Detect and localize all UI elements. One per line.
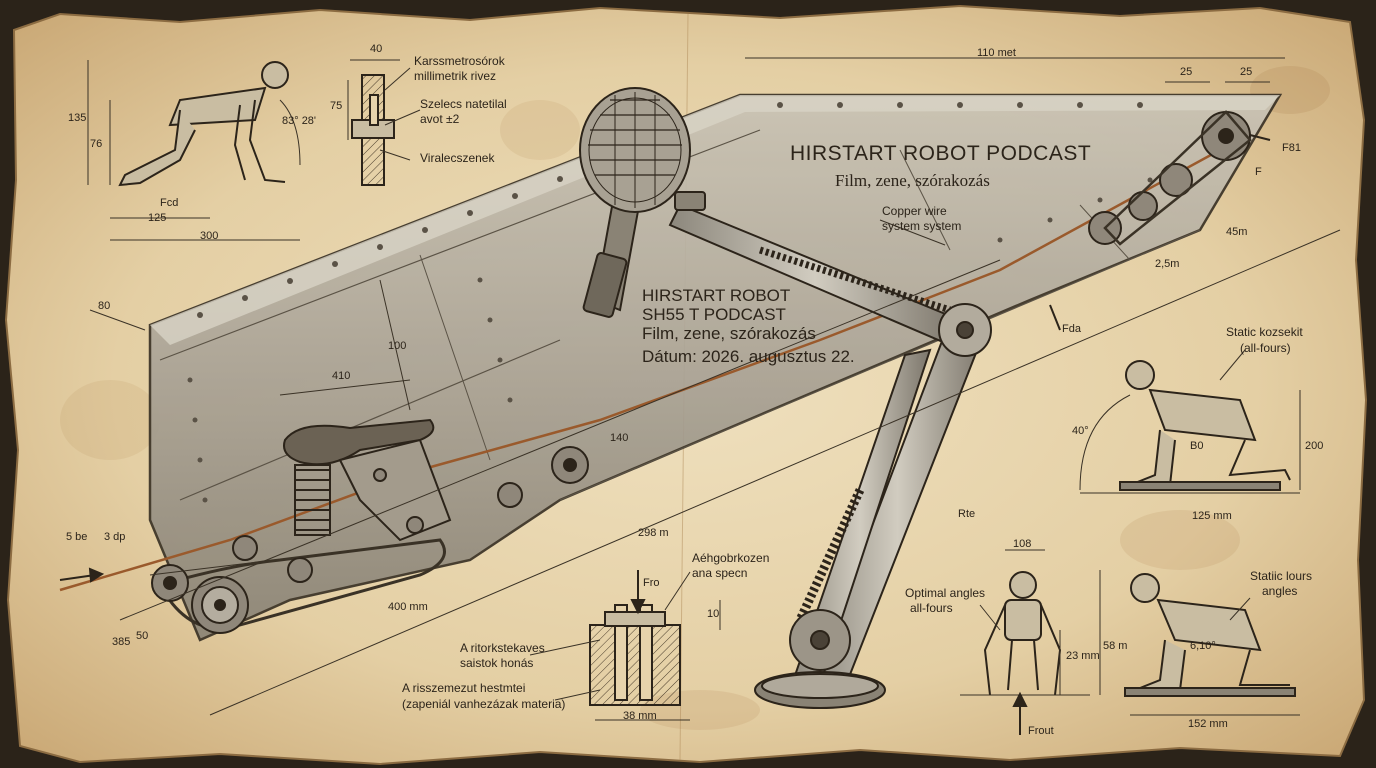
dim-385: 385 xyxy=(112,636,131,648)
dim-125: 125 xyxy=(148,212,167,224)
callout-tl-2: millimetrik rivez xyxy=(414,69,496,83)
callout-copper-2: system system xyxy=(882,219,962,233)
gear-large xyxy=(191,576,249,634)
dim-f: F xyxy=(1255,166,1262,178)
callout-static-2: (all-fours) xyxy=(1240,341,1291,355)
info-line-3: Film, zene, szórakozás xyxy=(642,324,816,343)
callout-risz-1: A risszemezut hestmtei xyxy=(402,681,526,695)
microphone xyxy=(579,87,706,318)
dim-angle-lowright: 6,10° xyxy=(1190,640,1216,652)
dim-38mm: 38 mm xyxy=(623,710,657,722)
callout-ritork-1: A ritorkstekaves xyxy=(460,641,545,655)
dim-135: 135 xyxy=(68,112,87,124)
dim-45: 45m xyxy=(1226,226,1248,238)
dim-2-5m: 2,5m xyxy=(1155,258,1180,270)
leader-lines xyxy=(379,67,1251,701)
callout-ritork-2: saistok honás xyxy=(460,656,534,670)
dim-400: 400 mm xyxy=(388,601,428,613)
dim-rte: Rte xyxy=(958,508,976,520)
callout-aheg-2: ana specn xyxy=(692,566,748,580)
dim-fro: Fro xyxy=(643,577,660,589)
callout-static-4: angles xyxy=(1262,584,1298,598)
mic-arm xyxy=(668,203,992,709)
callout-optimal-1: Optimal angles xyxy=(905,586,986,600)
dim-298: 298 m xyxy=(638,527,669,539)
callout-tl-3: Szelecs natetilal xyxy=(420,97,507,111)
dim-110: 110 met xyxy=(977,47,1016,59)
figure-crawl-topleft xyxy=(118,61,289,187)
dim-3dp: 3 dp xyxy=(104,531,126,543)
dim-fcd: Fcd xyxy=(160,197,179,209)
info-line-4: Dátum: 2026. augusztus 22. xyxy=(642,347,855,366)
figure-crawl-lowright xyxy=(1124,573,1296,697)
dimension-lines xyxy=(87,57,1341,721)
dim-125mm: 125 mm xyxy=(1192,510,1232,522)
dim-300: 300 xyxy=(200,230,219,242)
dim-200: 200 xyxy=(1305,440,1324,452)
copper-wire xyxy=(59,148,1221,592)
dim-75: 75 xyxy=(330,100,343,112)
coil-spring xyxy=(294,464,331,536)
dim-f81: F81 xyxy=(1282,142,1301,154)
header-subtitle: Film, zene, szórakozás xyxy=(835,171,990,190)
dim-58m: 58 m xyxy=(1103,640,1128,652)
belt xyxy=(157,538,446,630)
callout-tl-5: Viralecszenek xyxy=(420,151,495,165)
force-arrows xyxy=(59,134,1271,735)
callout-optimal-2: all-fours xyxy=(910,601,953,615)
dim-100: 100 xyxy=(388,340,407,352)
callout-copper-1: Copper wire xyxy=(882,204,947,218)
dim-50: 50 xyxy=(136,630,149,642)
callout-tl-4: avot ±2 xyxy=(420,112,460,126)
dim-410: 410 xyxy=(332,370,351,382)
dim-angle: 83° 28' xyxy=(282,115,317,127)
dim-108: 108 xyxy=(1013,538,1032,550)
dim-40: 40 xyxy=(370,43,383,55)
dim-140: 140 xyxy=(610,432,629,444)
callout-risz-2: (zapeniál vanhezázak materia) xyxy=(402,697,566,711)
info-line-1: HIRSTART ROBOT xyxy=(642,286,791,305)
header-title: HIRSTART ROBOT PODCAST xyxy=(790,142,1092,165)
callout-static-1: Static kozsekit xyxy=(1226,325,1303,339)
dim-5be: 5 be xyxy=(66,531,88,543)
rivets xyxy=(187,102,1153,503)
callout-static-3: Statiic lours xyxy=(1250,569,1313,583)
section-detail xyxy=(589,604,681,706)
callout-tl-1: Karssmetrosórok xyxy=(414,54,505,68)
dim-fda: Fda xyxy=(1062,323,1081,335)
dim-10: 10 xyxy=(707,608,720,620)
callout-aheg-1: Aéhgobrkozen xyxy=(692,551,770,565)
dim-25a: 25 xyxy=(1180,66,1193,78)
info-line-2: SH55 T PODCAST xyxy=(642,305,786,324)
shaft-detail xyxy=(351,74,395,186)
figure-crawl-right xyxy=(1119,360,1291,491)
dim-80: 80 xyxy=(98,300,111,312)
dim-b0: B0 xyxy=(1190,440,1204,452)
dim-25b: 25 xyxy=(1240,66,1253,78)
dim-frout: Frout xyxy=(1028,725,1054,737)
dim-76: 76 xyxy=(90,138,103,150)
dim-152mm: 152 mm xyxy=(1188,718,1228,730)
dim-40deg: 40° xyxy=(1072,425,1089,437)
dim-23mm: 23 mm xyxy=(1066,650,1100,662)
